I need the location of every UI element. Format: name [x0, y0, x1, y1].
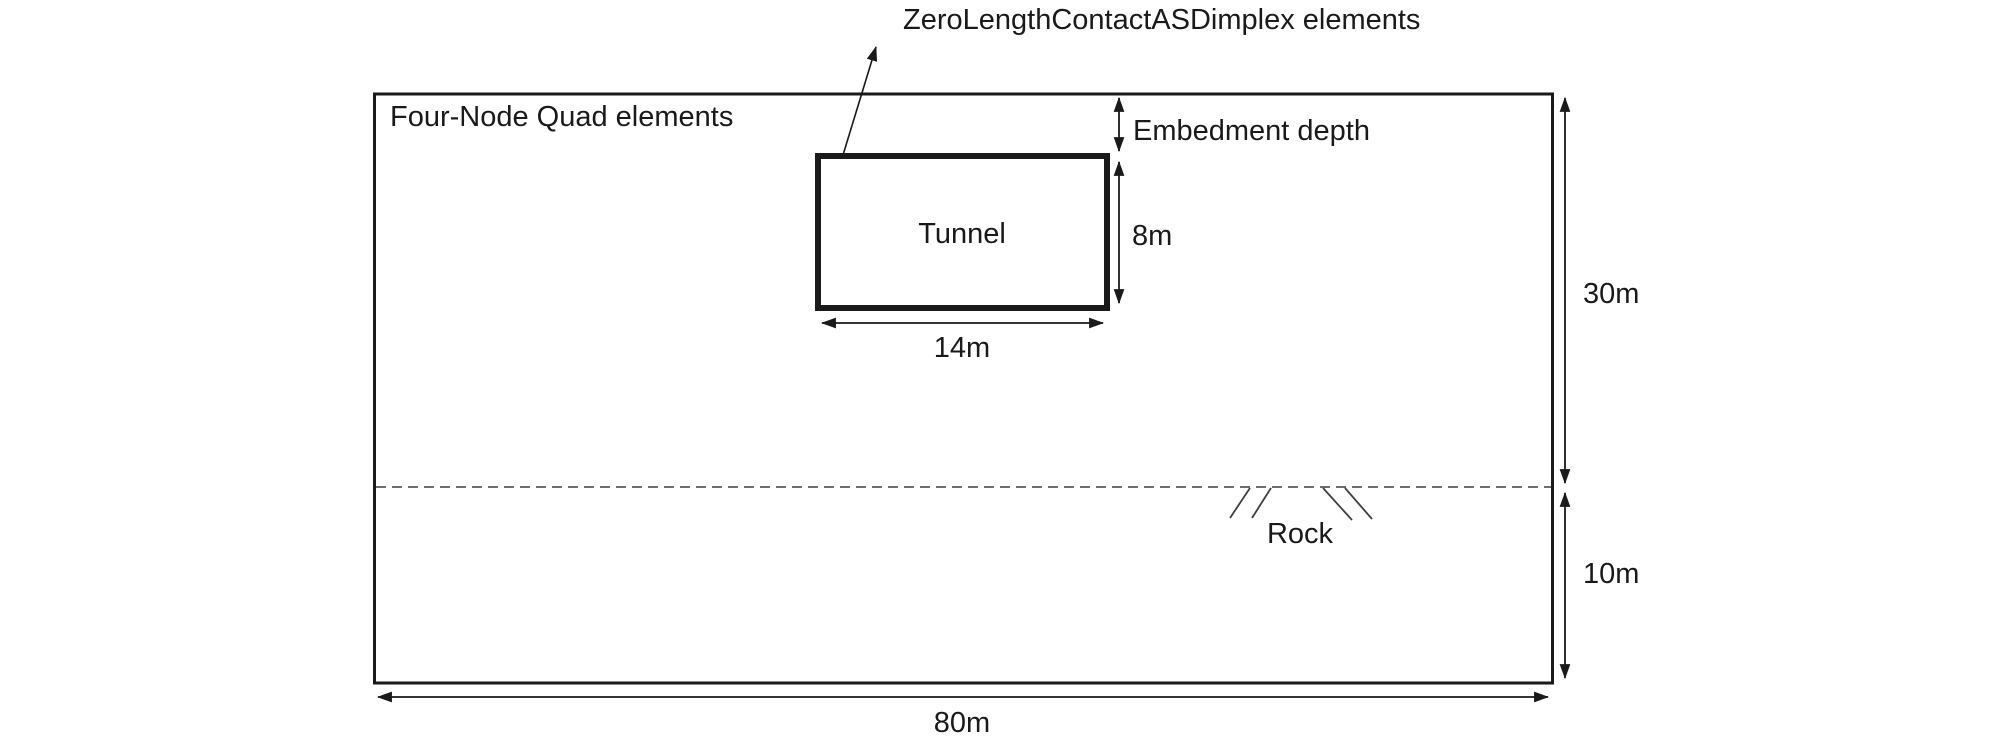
tunnel-outline — [815, 153, 1110, 311]
tunnel-height-label: 8m — [1132, 220, 1172, 252]
contact-elements-label: ZeroLengthContactASDimplex elements — [903, 4, 1420, 36]
embedment-depth-label: Embedment depth — [1133, 115, 1370, 147]
tunnel-width-label: 14m — [934, 332, 990, 364]
model-width-label: 80m — [934, 707, 990, 738]
rock-layer-depth-label: 10m — [1583, 558, 1639, 590]
contact-elements-leader-arrow — [842, 45, 878, 156]
rock-hatch-left-1 — [1229, 487, 1251, 519]
quad-elements-label: Four-Node Quad elements — [390, 101, 733, 133]
upper-soil-depth-label: 30m — [1583, 278, 1639, 310]
rock-hatch-marks — [1229, 487, 1373, 521]
rock-hatch-right-2 — [1344, 487, 1373, 520]
tunnel-label: Tunnel — [918, 218, 1006, 250]
rock-label: Rock — [1267, 518, 1334, 550]
rock-hatch-right-1 — [1322, 487, 1353, 521]
soil-domain-outline — [373, 92, 1554, 685]
rock-hatch-left-2 — [1251, 487, 1272, 519]
